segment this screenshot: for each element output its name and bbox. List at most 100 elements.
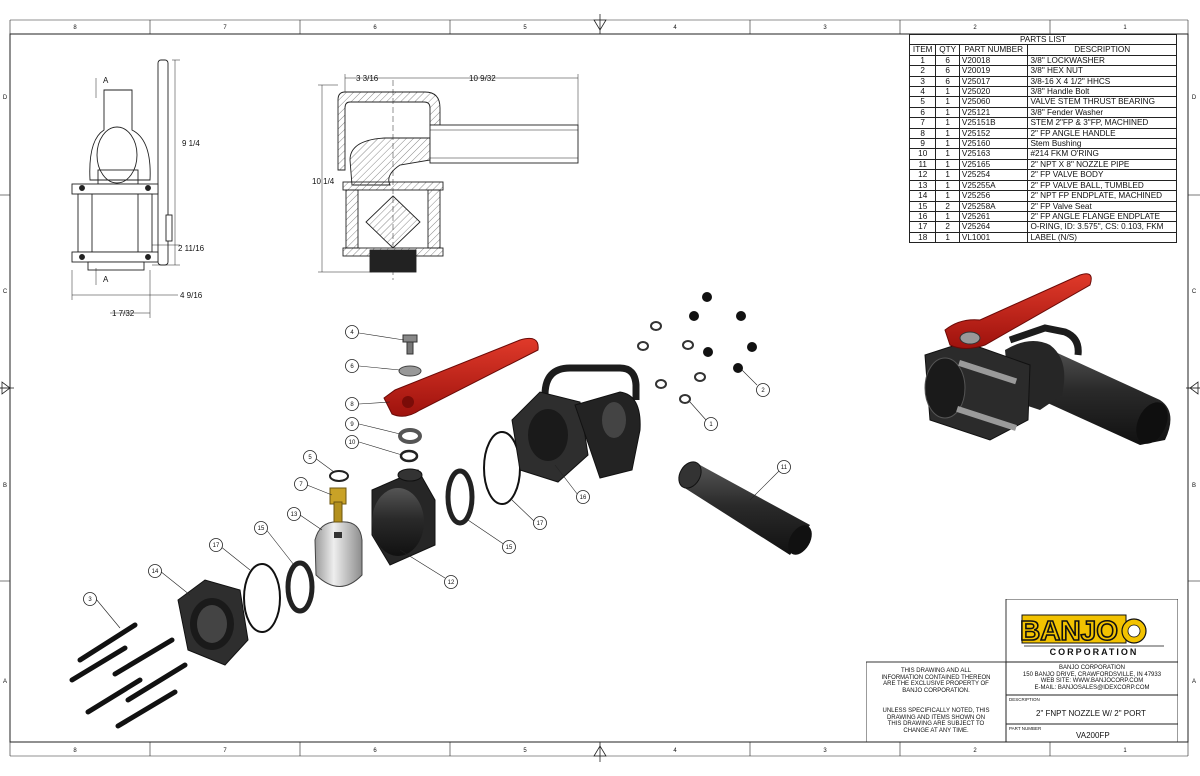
balloon-label: 1 [709, 422, 713, 428]
zone-label: 4 [673, 748, 677, 754]
company-address: 150 BANJO DRIVE, CRAWFORDSVILLE, IN 4793… [1022, 671, 1162, 678]
zone-label: D [1192, 95, 1197, 101]
balloon-13: 13 [287, 507, 301, 521]
stem-bushing-9 [398, 428, 422, 444]
cell-part-number: V25261 [958, 210, 1029, 223]
cell-item: 9 [908, 138, 937, 150]
o-ring-10 [399, 449, 419, 463]
balloon-label: 2 [761, 388, 765, 394]
center-markers [0, 14, 1200, 762]
cell-qty: 1 [935, 117, 960, 129]
balloon-6: 6 [345, 359, 359, 373]
cell-qty: 2 [935, 221, 960, 233]
zone-label: 5 [523, 748, 527, 754]
cell-description: Stem Bushing [1027, 138, 1177, 150]
zone-labels-top: 8 7 6 5 4 3 2 1 [73, 25, 1127, 31]
cell-item: 4 [908, 86, 937, 98]
cell-description: 2" NPT X 8" NOZZLE PIPE [1027, 158, 1177, 171]
cell-item: 1 [908, 54, 937, 67]
zone-label: 8 [73, 25, 77, 31]
dim-elbow-offset: 3 3/16 [356, 74, 379, 83]
balloon-label: 11 [781, 465, 788, 471]
cell-description: 2" FP VALVE BODY [1027, 169, 1177, 181]
cell-part-number: V25020 [958, 86, 1029, 98]
cell-description: 2" FP ANGLE HANDLE [1027, 127, 1177, 140]
cell-part-number: V25163 [958, 148, 1029, 160]
balloon-11: 11 [777, 460, 791, 474]
section-mark-top: A [103, 76, 109, 85]
zone-label: 1 [1123, 25, 1127, 31]
description-value: 2" FNPT NOZZLE W/ 2" PORT [1036, 709, 1146, 718]
cell-item: 11 [908, 158, 937, 171]
cell-item: 5 [908, 96, 937, 108]
notice-line: THIS DRAWING ARE SUBJECT TO [887, 721, 985, 728]
cell-qty: 1 [935, 86, 960, 98]
col-header-part-number: PART NUMBER [958, 44, 1029, 56]
company-info: BANJO CORPORATION 150 BANJO DRIVE, CRAWF… [1010, 665, 1174, 691]
cell-item: 6 [908, 106, 937, 119]
parts-list-table: PARTS LIST ITEM QTY PART NUMBER DESCRIPT… [908, 33, 1177, 244]
balloon-17-left: 17 [209, 538, 223, 552]
cell-description: 2" FP ANGLE FLANGE ENDPLATE [1027, 210, 1177, 223]
part-number-value: VA200FP [1076, 731, 1110, 740]
cell-qty: 2 [935, 200, 960, 212]
balloon-1: 1 [704, 417, 718, 431]
cell-qty: 1 [935, 158, 960, 171]
zone-label: A [1192, 679, 1196, 685]
balloon-16: 16 [576, 490, 590, 504]
balloon-label: 3 [88, 597, 92, 603]
title-block-frame: BANJO CORPORATION [866, 599, 1178, 742]
balloon-label: 13 [291, 512, 298, 518]
balloon-12: 12 [444, 575, 458, 589]
cell-description: 3/8" LOCKWASHER [1027, 54, 1177, 67]
balloon-15-left: 15 [254, 521, 268, 535]
balloon-label: 17 [537, 521, 544, 527]
cell-qty: 6 [935, 65, 960, 77]
cell-qty: 1 [935, 138, 960, 150]
cell-item: 12 [908, 169, 937, 181]
zone-label: 8 [73, 748, 77, 754]
cell-part-number: V25256 [958, 190, 1029, 202]
valve-body-12 [371, 468, 436, 566]
balloon-label: 4 [350, 330, 354, 336]
zone-label: 3 [823, 748, 827, 754]
seat-15-right [445, 468, 475, 526]
handle-8 [383, 337, 539, 417]
balloon-10: 10 [345, 435, 359, 449]
bolt-set [69, 622, 188, 729]
cell-part-number: V25151B [958, 117, 1029, 129]
zone-label: A [3, 679, 7, 685]
fender-washer-6 [398, 365, 422, 377]
cell-part-number: V25264 [958, 221, 1029, 233]
cell-description: 2" FP Valve Seat [1027, 200, 1177, 212]
handle-bolt-4 [402, 334, 418, 355]
logo-subtext: CORPORATION [1050, 647, 1139, 657]
zone-label: 5 [523, 25, 527, 31]
part-number-label: PART NUMBER [1009, 726, 1042, 731]
cell-qty: 1 [935, 169, 960, 181]
dim-port-height: 2 11/16 [178, 244, 205, 253]
balloon-label: 5 [308, 455, 312, 461]
o-ring-17-right [483, 431, 521, 505]
cell-item: 15 [908, 200, 937, 212]
parts-list-title-row: PARTS LIST [909, 33, 1177, 46]
cell-part-number: V25152 [958, 127, 1029, 140]
cell-item: 18 [908, 231, 937, 244]
zone-label: B [3, 483, 7, 489]
cell-qty: 1 [935, 96, 960, 108]
cell-item: 16 [908, 210, 937, 223]
logo-text: BANJO [1020, 615, 1118, 646]
property-notice: THIS DRAWING AND ALL INFORMATION CONTAIN… [868, 668, 1004, 694]
section-mark-bottom: A [103, 275, 109, 284]
cell-part-number: V20018 [958, 54, 1029, 67]
cell-description: #214 FKM O'RING [1027, 148, 1177, 160]
cell-part-number: V25060 [958, 96, 1029, 108]
zone-label: 2 [973, 25, 977, 31]
